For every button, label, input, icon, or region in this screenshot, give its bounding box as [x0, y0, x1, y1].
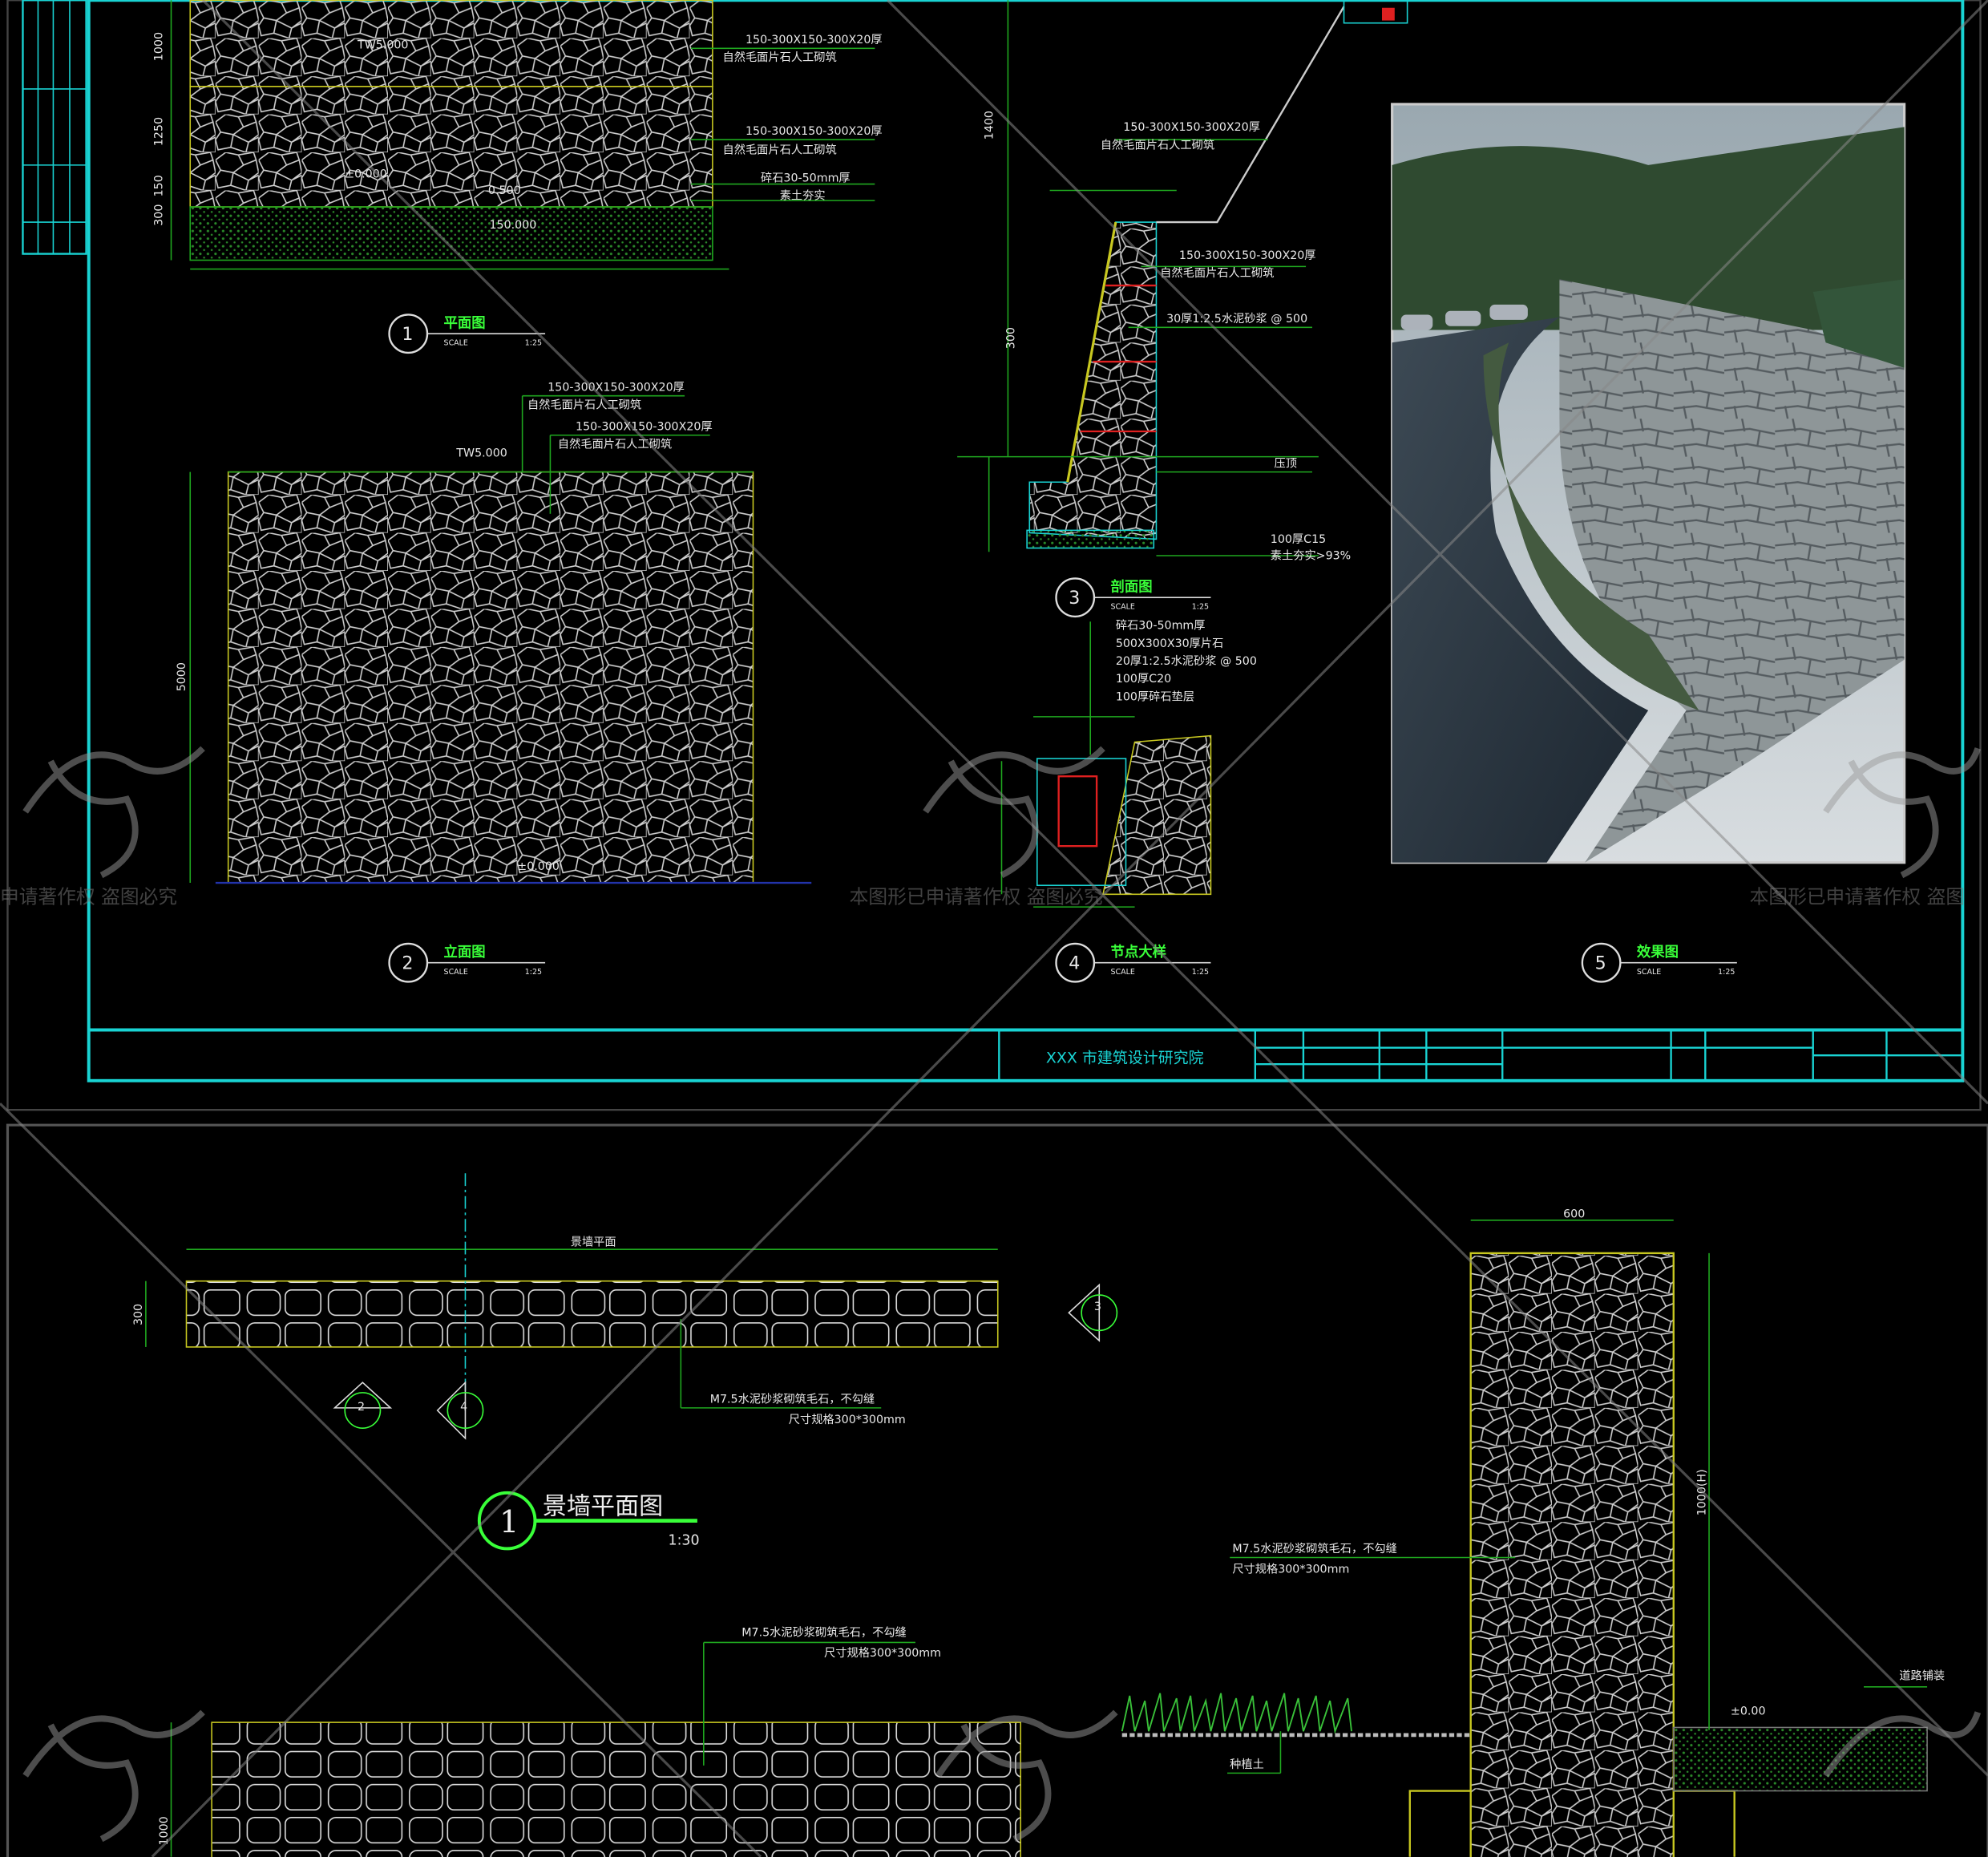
note: 尺寸规格300*300mm: [789, 1413, 906, 1426]
note: 素土夯实>93%: [1271, 549, 1351, 563]
note: 150-300X150-300X20厚: [1123, 121, 1260, 134]
note: M7.5水泥砂浆砌筑毛石，不勾缝: [1232, 1541, 1397, 1556]
note: 150-300X150-300X20厚: [746, 34, 883, 47]
label: 道路铺装: [1899, 1669, 1945, 1682]
dim: 5000: [176, 662, 188, 691]
watermark-text: 本图形已申请著作权 盗图必究: [850, 885, 1103, 908]
detail-number: 2: [402, 953, 413, 974]
note: M7.5水泥砂浆砌筑毛石，不勾缝: [710, 1392, 875, 1406]
note: 自然毛面片石人工砌筑: [723, 144, 837, 157]
note: 碎石30-50mm厚: [761, 171, 851, 184]
watermark-text: 申请著作权 盗图必究: [0, 885, 177, 908]
note: 压顶: [1275, 456, 1297, 470]
top-sheet: [6, 0, 1982, 1111]
detail-4-node-detail: 碎石30-50mm厚 500X300X30厚片石 20厚1:2.5水泥砂浆 @ …: [1000, 619, 1257, 983]
note: 150-300X150-300X20厚: [1179, 249, 1316, 262]
scale: 1:25: [525, 968, 542, 977]
detail-title: 效果图: [1637, 944, 1679, 961]
detail-3-label: 3 剖面图 SCALE 1:25: [1055, 577, 1211, 618]
detail-title: 平面图: [444, 315, 486, 331]
note: 100厚C15: [1271, 533, 1326, 546]
detail-5-label: 5 效果图 SCALE 1:25: [1581, 942, 1737, 983]
note: 100厚C20: [1116, 673, 1171, 686]
scale-label: SCALE: [1637, 968, 1661, 977]
watermark-text: 本图形已申请著作权 盗图: [1750, 885, 1965, 908]
section-marker: 4: [436, 1381, 484, 1440]
detail-3-section: 150-300X150-300X20厚 自然毛面片石人工砌筑 150-300X1…: [957, 0, 1408, 618]
scale: 1:25: [1192, 602, 1209, 611]
note: 素土夯实: [780, 189, 826, 203]
note: 150-300X150-300X20厚: [576, 420, 713, 433]
elevation: TW5.000: [455, 447, 507, 460]
scale-label: SCALE: [1111, 968, 1135, 977]
detail-number: 5: [1595, 953, 1606, 974]
elevation: ±0.000: [517, 860, 560, 873]
dim: 1000: [158, 1816, 171, 1845]
detail-title: 景墙平面图: [543, 1493, 663, 1521]
dim: 1250: [152, 117, 165, 146]
note: 尺寸规格300*300mm: [824, 1646, 941, 1660]
note: 自然毛面片石人工砌筑: [723, 51, 837, 64]
detail-1-label: 1 平面图 SCALE 1:25: [388, 314, 546, 354]
elevation: TW5.000: [357, 38, 408, 51]
note: 自然毛面片石人工砌筑: [1160, 266, 1274, 280]
plan-title: 1 景墙平面图 1:30: [477, 1491, 700, 1551]
note: 500X300X30厚片石: [1116, 637, 1224, 650]
dim: 景墙平面: [571, 1235, 616, 1248]
scale: 1:25: [525, 338, 542, 347]
dim: 300: [1004, 327, 1017, 349]
detail-1-plan: 150-300X150-300X20厚 自然毛面片石人工砌筑 150-300X1…: [152, 0, 883, 354]
detail-4-label: 4 节点大样 SCALE 1:25: [1055, 942, 1211, 983]
bottom-sheet: 景墙平面 300 M7.5水泥砂浆砌筑毛石，不勾缝 尺寸规格300*300mm …: [6, 1123, 1988, 1857]
scale: 1:25: [1192, 968, 1209, 977]
elevation: 0.500: [488, 184, 521, 197]
detail-title: 立面图: [444, 944, 486, 961]
detail-2-elevation: 150-300X150-300X20厚 自然毛面片石人工砌筑 150-300X1…: [176, 381, 812, 983]
detail-number: 3: [1069, 588, 1080, 609]
institute-name: XXX 市建筑设计研究院: [1046, 1050, 1204, 1067]
note: 自然毛面片石人工砌筑: [558, 438, 672, 451]
note: 30厚1:2.5水泥砂浆 @ 500: [1166, 311, 1307, 326]
note: 100厚碎石垫层: [1116, 690, 1194, 703]
dim: 600: [1563, 1208, 1585, 1221]
detail-title: 节点大样: [1111, 944, 1167, 961]
dim: 150: [152, 175, 165, 196]
section-marker: 3: [1068, 1283, 1118, 1342]
scale: 1:25: [1718, 968, 1735, 977]
scale-label: SCALE: [444, 968, 468, 977]
note: 150-300X150-300X20厚: [548, 381, 685, 394]
section-marker: 2: [333, 1382, 393, 1429]
detail-title: 剖面图: [1111, 578, 1153, 595]
note: 自然毛面片石人工砌筑: [1101, 138, 1214, 152]
scale: 1:30: [669, 1533, 700, 1549]
dim: 300: [152, 204, 165, 226]
dim: 1000: [152, 32, 165, 61]
title-block: [998, 1030, 1963, 1081]
detail-number: 1: [402, 324, 413, 345]
note: 尺寸规格300*300mm: [1232, 1562, 1349, 1576]
marker-number: 3: [1094, 1301, 1101, 1313]
label: 种植土: [1230, 1758, 1264, 1771]
marker-number: 4: [460, 1401, 467, 1414]
scale-label: SCALE: [1111, 602, 1135, 611]
dim: 1400: [983, 111, 996, 140]
marker-number: 2: [358, 1401, 365, 1414]
detail-2-label: 2 立面图 SCALE 1:25: [388, 942, 546, 983]
note: 自然毛面片石人工砌筑: [527, 399, 641, 412]
note: M7.5水泥砂浆砌筑毛石，不勾缝: [741, 1625, 907, 1640]
detail-number: 4: [1069, 953, 1080, 974]
elevation: 150.000: [490, 219, 537, 232]
scale-label: SCALE: [444, 338, 468, 347]
dim: 300: [132, 1304, 145, 1325]
note: 150-300X150-300X20厚: [746, 125, 883, 138]
detail-5-rendering-photo: 5 效果图 SCALE 1:25: [1391, 103, 1906, 983]
elevation: ±0.00: [1731, 1705, 1766, 1718]
elevation: ±0.000: [345, 168, 387, 181]
note: 碎石30-50mm厚: [1116, 619, 1206, 633]
note: 20厚1:2.5水泥砂浆 @ 500: [1116, 653, 1257, 668]
detail-number: 1: [499, 1504, 519, 1539]
